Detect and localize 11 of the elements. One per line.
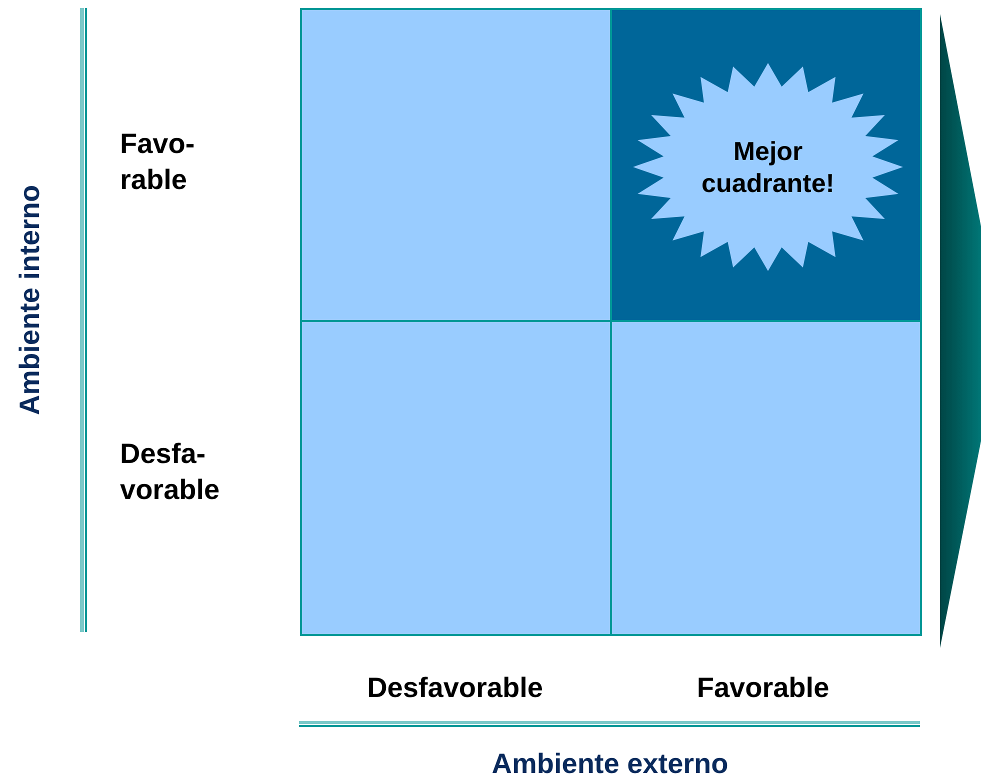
quadrant-box <box>610 8 922 322</box>
starburst-text: Mejor cuadrante! <box>700 134 836 200</box>
axis-title: Ambiente interno <box>14 184 46 416</box>
axis-level-label: Favo- rable <box>120 127 196 198</box>
quadrant-box <box>300 320 612 636</box>
axis-level-label: Desfa- vorable <box>120 437 221 508</box>
axis-title: Ambiente externo <box>492 748 728 779</box>
quadrant-box <box>610 320 922 636</box>
axis-level-label: Desfavorable <box>367 672 543 704</box>
axis-level-label: Favorable <box>696 672 830 704</box>
quadrant-box <box>300 8 612 322</box>
